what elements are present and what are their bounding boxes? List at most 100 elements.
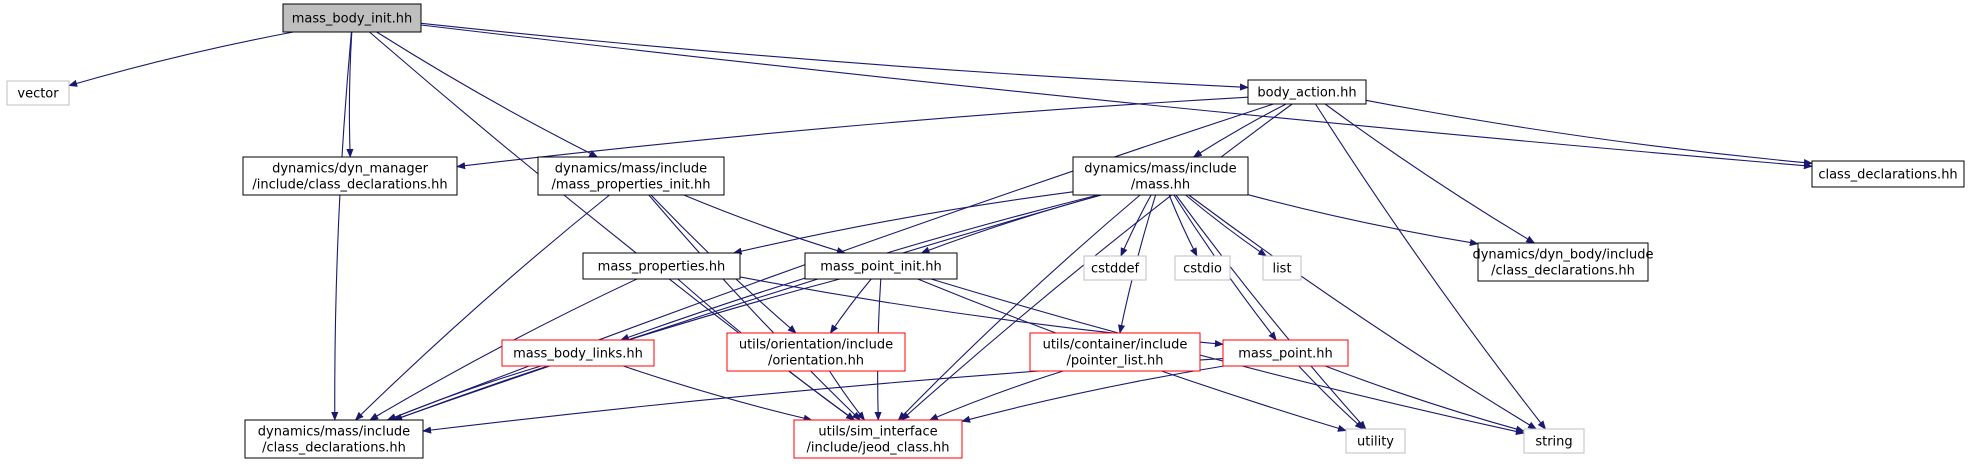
edge-mass-to-mass_props	[732, 191, 1074, 255]
edge-mass-to-dyn_body	[1247, 194, 1479, 247]
node-label: /pointer_list.hh	[1066, 354, 1163, 369]
edge-mass-to-utility	[1175, 194, 1367, 430]
node-mbl[interactable]: mass_body_links.hh	[501, 339, 655, 367]
edge-root-to-body_action	[420, 22, 1249, 91]
node-label: class_declarations.hh	[1818, 168, 1957, 183]
node-label: utils/sim_interface	[818, 425, 937, 440]
node-dyn-manager[interactable]: dynamics/dyn_manager/include/class_decla…	[242, 156, 458, 196]
edge-body_action-to-string	[1315, 103, 1547, 430]
edge-mass-to-cstdio	[1168, 194, 1198, 257]
node-label: /include/class_declarations.hh	[252, 178, 447, 193]
node-cstdio: cstdio	[1174, 255, 1231, 281]
edge-mpointinit-to-orient	[829, 278, 872, 334]
node-cstddef: cstddef	[1083, 255, 1147, 281]
node-box	[1222, 339, 1349, 367]
node-box	[1174, 255, 1231, 281]
node-box	[1072, 156, 1249, 196]
node-box	[804, 252, 958, 280]
edge-root-to-vector	[68, 31, 294, 87]
node-box	[1247, 79, 1367, 105]
edge-mpoint-to-jeod	[961, 365, 1224, 423]
node-mpoint[interactable]: mass_point.hh	[1222, 339, 1349, 367]
edge-mass-to-list	[1185, 194, 1267, 257]
node-label: cstdio	[1183, 262, 1222, 277]
node-box	[1523, 428, 1585, 454]
node-box	[1029, 332, 1201, 372]
node-label: mass_point.hh	[1238, 347, 1332, 362]
node-label: mass_properties.hh	[598, 260, 726, 275]
edge-mbl-to-jeod	[623, 365, 813, 422]
node-label: mass_body_links.hh	[513, 347, 643, 362]
node-mass-cd[interactable]: dynamics/mass/include/class_declarations…	[244, 419, 424, 459]
node-label: mass_body_init.hh	[292, 12, 413, 27]
node-label: /class_declarations.hh	[1491, 264, 1635, 279]
edge-mass-to-string	[1188, 194, 1537, 430]
node-label: dynamics/dyn_manager	[272, 162, 428, 177]
edge-root-to-dyn_manager	[346, 31, 354, 158]
edge-orient-to-jeod	[829, 370, 866, 421]
node-label: utils/container/include	[1043, 338, 1188, 353]
edge-body_action-to-dyn_body	[1324, 103, 1536, 244]
node-orient[interactable]: utils/orientation/include/orientation.hh	[726, 332, 906, 372]
node-label: /include/jeod_class.hh	[806, 441, 949, 456]
node-root[interactable]: mass_body_init.hh	[282, 3, 422, 33]
edge-body_action-to-dyn_manager	[456, 96, 1249, 170]
node-box	[282, 3, 422, 33]
node-label: /class_declarations.hh	[262, 441, 406, 456]
node-label: vector	[17, 87, 59, 102]
node-label: /orientation.hh	[768, 354, 864, 369]
node-label: /mass_properties_init.hh	[551, 178, 710, 193]
node-box	[6, 80, 70, 106]
edge-mass-to-cstddef	[1120, 194, 1152, 257]
node-utility: utility	[1345, 428, 1406, 454]
node-label: utility	[1357, 435, 1394, 450]
edge-body_action-to-class_decl	[1365, 99, 1813, 167]
node-label: cstddef	[1091, 262, 1140, 277]
node-label: dynamics/mass/include	[555, 162, 707, 177]
node-mpinit[interactable]: dynamics/mass/include/mass_properties_in…	[537, 156, 725, 196]
node-box	[244, 419, 424, 459]
node-mass-props[interactable]: mass_properties.hh	[582, 252, 741, 280]
node-body-action[interactable]: body_action.hh	[1247, 79, 1367, 105]
edge-body_action-to-mass	[1192, 103, 1287, 158]
node-label: dynamics/mass/include	[258, 425, 410, 440]
edge-mpinit-to-mpointinit	[683, 194, 846, 255]
node-box	[1345, 428, 1406, 454]
node-class-decl[interactable]: class_declarations.hh	[1811, 160, 1965, 188]
node-box	[1083, 255, 1147, 281]
edge-root-to-mass_cd	[331, 31, 352, 421]
node-box	[726, 332, 906, 372]
node-box	[242, 156, 458, 196]
node-box	[1811, 160, 1965, 188]
edge-mpoint-to-string	[1325, 365, 1525, 433]
edge-mass-to-mpointinit	[920, 194, 1102, 254]
node-box	[537, 156, 725, 196]
node-box	[582, 252, 741, 280]
node-string: string	[1523, 428, 1585, 454]
edge-mpinit-to-mass_cd	[354, 194, 610, 421]
node-ptrlist[interactable]: utils/container/include/pointer_list.hh	[1029, 332, 1201, 372]
node-label: /mass.hh	[1131, 178, 1190, 193]
node-vector: vector	[6, 80, 70, 106]
edge-mass-to-jeod	[897, 194, 1141, 421]
node-label: mass_point_init.hh	[820, 260, 942, 275]
node-label: body_action.hh	[1257, 86, 1356, 101]
edge-mbl-to-mass_cd	[387, 365, 542, 421]
node-list: list	[1262, 255, 1302, 281]
node-label: dynamics/mass/include	[1084, 162, 1236, 177]
node-box	[1477, 242, 1649, 282]
edge-mass-to-mass_cd	[392, 194, 1101, 421]
node-mass[interactable]: dynamics/mass/include/mass.hh	[1072, 156, 1249, 196]
edge-mpinit-to-jeod	[648, 194, 861, 421]
node-mpointinit[interactable]: mass_point_init.hh	[804, 252, 958, 280]
dependency-edges	[68, 22, 1813, 435]
node-dyn-body[interactable]: dynamics/dyn_body/include/class_declarat…	[1472, 242, 1654, 282]
node-box	[793, 419, 963, 459]
node-box	[1262, 255, 1302, 281]
node-label: dynamics/dyn_body/include	[1472, 248, 1653, 263]
edge-root-to-class_decl	[420, 24, 1813, 170]
node-jeod[interactable]: utils/sim_interface/include/jeod_class.h…	[793, 419, 963, 459]
node-box	[501, 339, 655, 367]
